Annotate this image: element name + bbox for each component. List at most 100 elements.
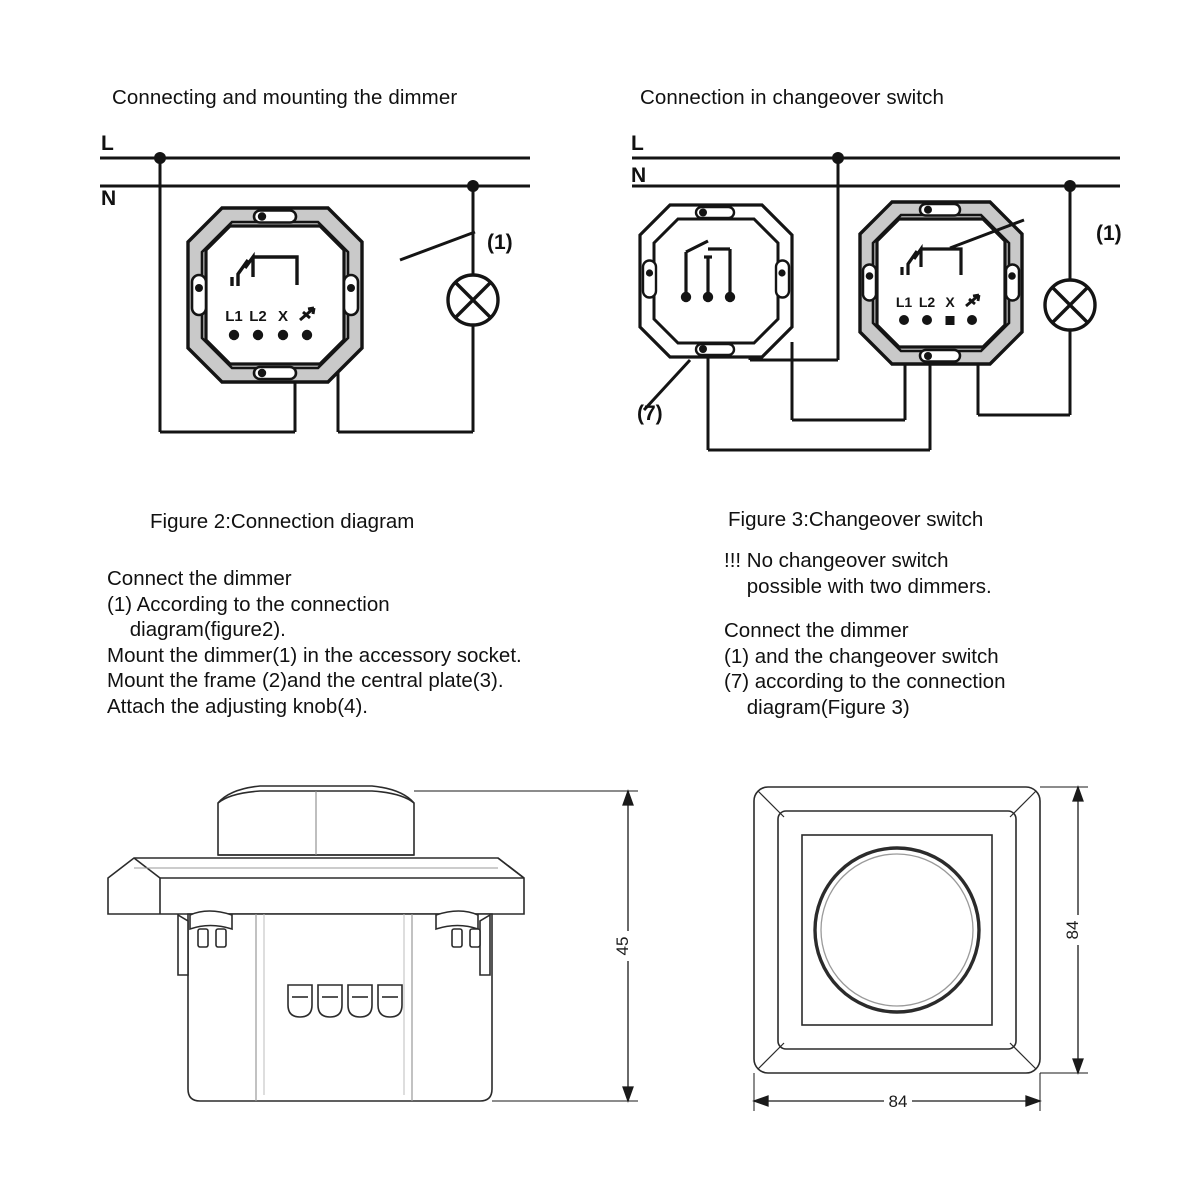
terminal-clips (287, 984, 403, 1018)
label-live-fig2: L (101, 132, 114, 155)
changeover-switch-module (638, 203, 794, 359)
dim-arrow-top (622, 789, 634, 806)
dimmer-waveform-icon-fig3 (900, 243, 963, 275)
terminal-dot-lamp-fig3 (967, 315, 977, 325)
claw-slot-left (190, 273, 208, 317)
mount-slot-top-hole (257, 212, 267, 221)
claw-slot-right (342, 273, 360, 317)
junction-dot-live (154, 152, 166, 164)
switch-body (652, 217, 780, 345)
claw-slot-left-fig3 (861, 263, 878, 302)
lamp-symbol-circle-fig3 (1043, 278, 1097, 332)
terminal-label-row: L1 L2 X (225, 308, 288, 325)
callout-leader-device (399, 230, 476, 262)
terminal-label-x: X (278, 308, 288, 325)
dimmer-module-fig3: L1 L2 X (858, 200, 1024, 366)
lamp-symbol-circle (446, 273, 500, 327)
dimmer-body-fig3 (875, 217, 1007, 349)
terminal-label-l2: L2 (249, 308, 267, 325)
dim-v-arrow-top (1072, 785, 1084, 802)
terminal-label-lamp-icon (299, 306, 316, 322)
rotary-knob-inner (820, 853, 974, 1007)
side-elevation-drawing: 45 (107, 785, 638, 1103)
terminal-dot-l1 (228, 329, 240, 341)
claw-slot-right-hole-fig3 (1008, 272, 1016, 280)
dimmer-body (204, 224, 346, 366)
dimension-height-84: 84 (1040, 785, 1088, 1075)
frame-outline (107, 857, 525, 915)
claw-slot-right-hole (347, 284, 355, 292)
figure2-schematic: L1 L2 X (100, 152, 530, 434)
figure2-caption: Figure 2:Connection diagram (150, 510, 415, 533)
terminal-clip-1 (287, 984, 313, 1018)
switch-terminal-dot-common (702, 291, 714, 303)
heading-left: Connecting and mounting the dimmer (112, 86, 458, 109)
label-neutral-fig2: N (101, 187, 117, 210)
terminal-dot-x (277, 329, 289, 341)
figure3-warning: !!! No changeover switch possible with t… (724, 549, 992, 598)
mount-slot-bottom-hole (257, 368, 267, 378)
dim-label-84-height: 84 (1063, 921, 1082, 940)
lamp-symbol-slash-2-fig3 (1050, 285, 1090, 325)
switch-claw-right-hole (778, 269, 786, 277)
dimmer-waveform-icon (230, 251, 299, 286)
terminal-dot-x-fig3 (945, 316, 955, 325)
callout-leader-switch (642, 358, 692, 412)
front-elevation-drawing: 84 84 (752, 785, 1088, 1111)
terminal-dot-l2-fig3 (922, 315, 932, 325)
lamp-symbol-slash-2 (453, 280, 493, 320)
label-live-fig3: L (631, 132, 644, 155)
terminal-label-l2-fig3: L2 (919, 294, 936, 310)
junction-dot-neutral-fig3 (1064, 180, 1076, 192)
junction-dot-neutral (467, 180, 479, 192)
dim-h-arrow-left (752, 1095, 769, 1107)
switch-claw-left (641, 259, 658, 299)
mounting-claw-right (435, 910, 491, 976)
figure3-caption: Figure 3:Changeover switch (728, 508, 984, 531)
dimmer-module: L1 L2 X (186, 206, 364, 384)
dim-label-45: 45 (613, 937, 632, 956)
terminal-clip-4 (377, 984, 403, 1018)
switch-terminal-dots (680, 291, 736, 303)
dim-label-84-width: 84 (889, 1092, 908, 1111)
mount-slot-bottom-hole-fig3 (924, 352, 932, 360)
terminal-label-lamp-icon-fig3 (965, 293, 981, 308)
spdt-contact-icon (684, 239, 732, 297)
switch-terminal-dot-1 (680, 291, 692, 303)
frame-corner-miters (757, 790, 1037, 1070)
callout-leader-device-fig3 (949, 218, 1025, 250)
junction-dot-live-fig3 (832, 152, 844, 164)
terminal-dot-l1-fig3 (899, 315, 909, 325)
terminal-dot-l2 (252, 329, 264, 341)
figure2-instructions: Connect the dimmer (1) According to the … (107, 567, 522, 718)
switch-claw-left-hole (645, 269, 654, 277)
dim-arrow-bottom (622, 1086, 634, 1103)
callout-switch-fig3: (7) (637, 402, 663, 425)
label-neutral-fig3: N (631, 164, 647, 187)
claw-slot-right-fig3 (1004, 263, 1021, 302)
terminal-dots-fig3 (899, 315, 977, 325)
switch-slot-top-hole (699, 208, 707, 217)
claw-slot-left-hole-fig3 (865, 272, 874, 280)
figure3-instructions: Connect the dimmer (1) and the changeove… (724, 619, 1006, 719)
terminal-dots (228, 329, 313, 341)
dimension-width-84: 84 (752, 1073, 1042, 1111)
terminal-label-l1-fig3: L1 (896, 294, 913, 310)
switch-claw-right (774, 259, 791, 299)
figure3-schematic: L1 L2 X (632, 152, 1120, 452)
terminal-label-l1: L1 (225, 308, 243, 325)
heading-right: Connection in changeover switch (640, 86, 944, 109)
mount-slot-top-hole-fig3 (924, 205, 932, 214)
terminal-clip-3 (347, 984, 373, 1018)
switch-slot-bottom-hole (699, 345, 707, 353)
callout-device-label-fig3: (1) (1096, 222, 1122, 245)
frame-bevel-right (497, 857, 525, 879)
mounting-claw-left (177, 910, 233, 976)
dimension-height-45: 45 (414, 789, 638, 1103)
callout-device-fig2: (1) (487, 231, 513, 254)
terminal-dot-lamp (301, 329, 313, 341)
terminal-label-x-fig3: X (945, 294, 955, 310)
claw-slot-left-hole (195, 284, 203, 292)
switch-terminal-dot-2 (724, 291, 736, 303)
